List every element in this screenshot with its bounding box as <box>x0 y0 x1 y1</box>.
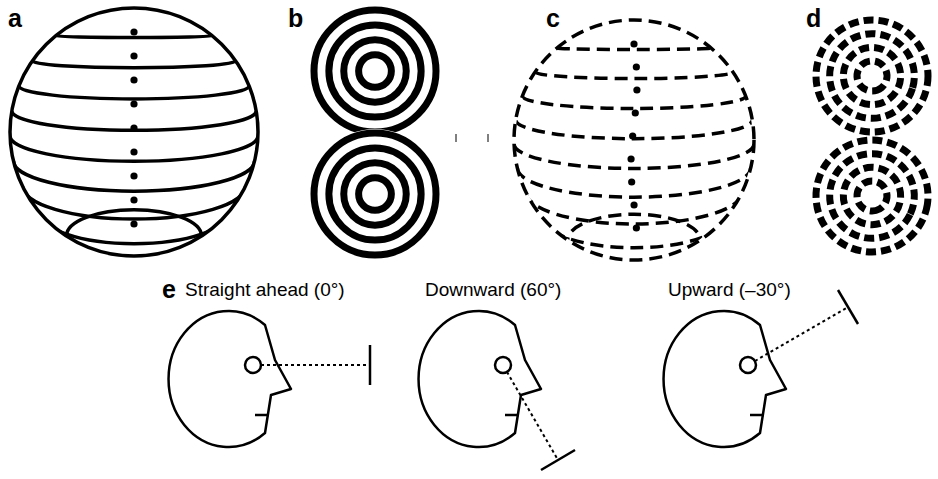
dot <box>130 148 137 155</box>
latitude-line <box>13 161 254 191</box>
latitude-line <box>56 36 213 38</box>
gaze-label: Downward (60°) <box>425 280 561 299</box>
latitude-line <box>535 72 733 79</box>
latitude-line <box>32 61 235 68</box>
latitude-line <box>517 168 750 197</box>
ring <box>815 139 928 252</box>
ring <box>329 148 421 240</box>
head-upward <box>664 290 858 447</box>
dot <box>130 172 137 179</box>
concentric-rings <box>310 6 440 259</box>
latitude-lines <box>514 48 754 266</box>
panel-letter: c <box>546 6 560 31</box>
dot <box>130 124 137 131</box>
panel-letter: e <box>162 277 176 302</box>
ring <box>831 155 912 236</box>
dot <box>130 76 137 83</box>
latitude-line <box>516 120 753 139</box>
latitude-lines <box>10 36 258 262</box>
ring-ground <box>310 6 440 136</box>
gaze-label: Upward (–30°) <box>668 280 791 299</box>
striped-sphere <box>10 8 258 262</box>
ring-ground <box>310 129 440 259</box>
latitude-line <box>38 211 229 244</box>
dot <box>629 132 636 139</box>
head-downward <box>419 311 575 470</box>
gaze-label: Straight ahead (0°) <box>185 280 345 299</box>
dashed-rings <box>808 16 936 260</box>
dot <box>630 201 637 208</box>
dot <box>633 63 640 70</box>
head-straight <box>169 311 370 447</box>
ring <box>329 25 421 117</box>
dot <box>628 178 635 185</box>
ring <box>816 20 928 132</box>
dot <box>130 220 137 227</box>
latitude-line <box>19 86 249 99</box>
dot <box>627 155 634 162</box>
latitude-line <box>522 96 745 109</box>
dot <box>632 109 639 116</box>
ring <box>344 40 406 102</box>
latitude-line <box>557 48 711 50</box>
latitude-line <box>66 210 201 262</box>
ring <box>314 10 436 132</box>
dot <box>130 28 137 35</box>
dashed-sphere <box>514 20 754 266</box>
ring <box>344 163 406 225</box>
panel-letter: b <box>288 6 303 31</box>
latitude-line <box>568 214 701 265</box>
ring <box>832 36 912 116</box>
latitude-line <box>10 136 258 161</box>
dot <box>630 40 637 47</box>
ring-ground <box>812 16 932 136</box>
ring <box>819 23 925 129</box>
ring <box>359 178 392 211</box>
ring <box>359 55 392 88</box>
dot <box>130 52 137 59</box>
dot <box>633 224 640 231</box>
latitude-line <box>514 144 754 168</box>
ring <box>851 55 893 97</box>
ring <box>851 175 892 216</box>
latitude-line <box>526 192 742 224</box>
ring <box>314 133 436 255</box>
ring <box>808 132 936 260</box>
latitude-line <box>541 216 727 248</box>
panel-letter: d <box>806 6 821 31</box>
tick-marks <box>456 134 488 142</box>
dot <box>130 100 137 107</box>
latitude-line <box>22 186 245 219</box>
dot <box>130 196 137 203</box>
panel-letter: a <box>8 6 22 31</box>
dot <box>633 86 640 93</box>
